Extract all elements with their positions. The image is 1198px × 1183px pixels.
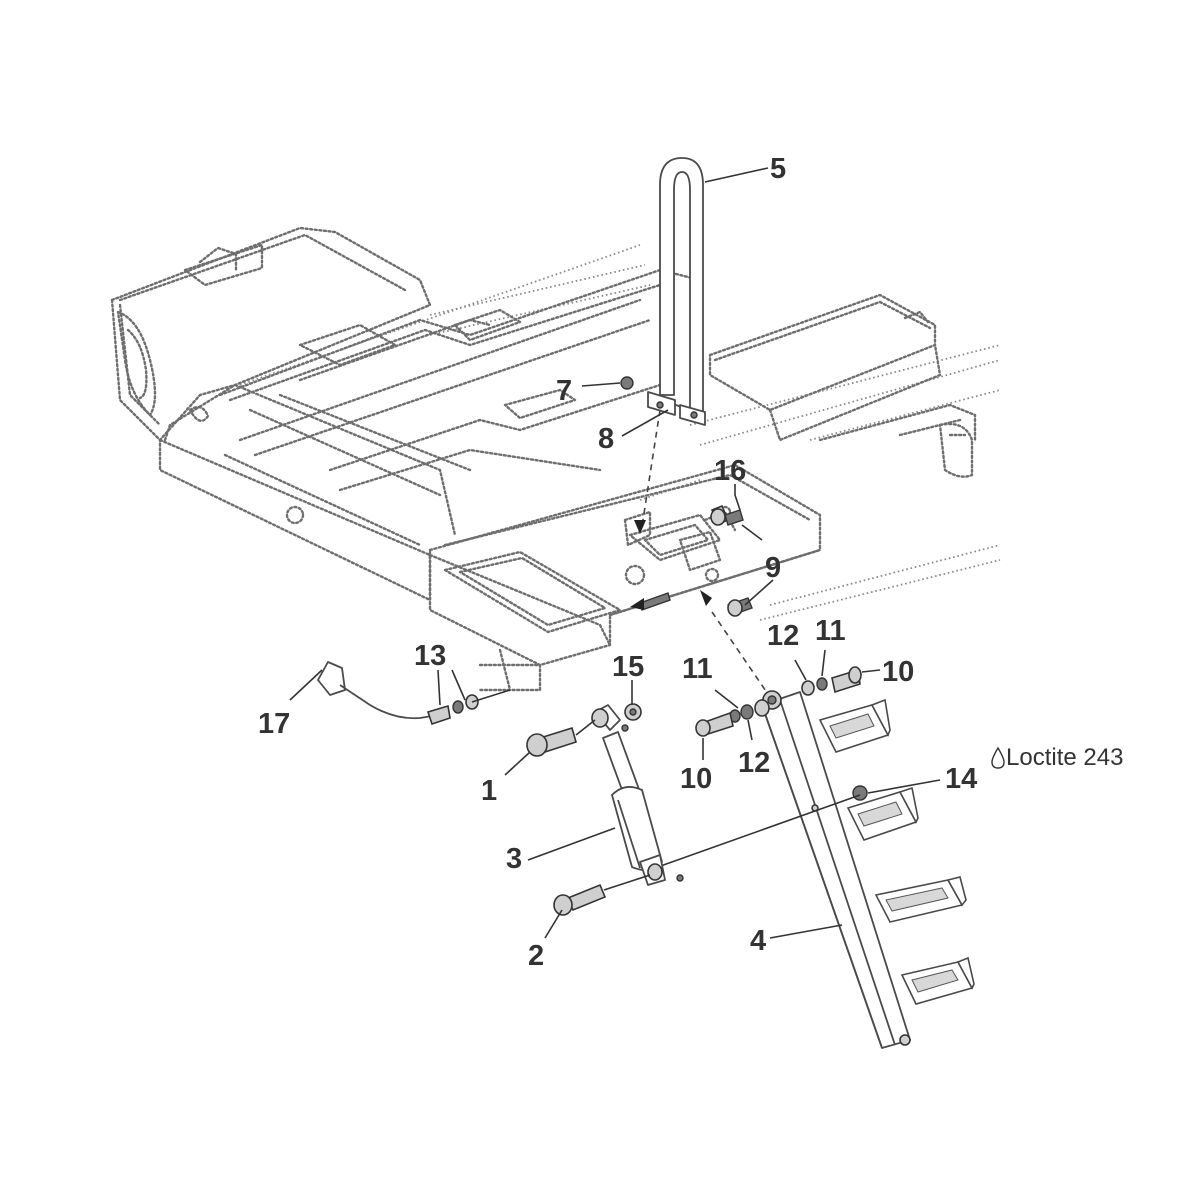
callout-4: 4: [750, 925, 766, 957]
callout-7: 7: [556, 375, 572, 407]
callout-10-left: 10: [680, 763, 712, 795]
callout-12-left: 12: [738, 747, 770, 779]
nut-14: [852, 785, 868, 801]
tread-3: [874, 876, 967, 923]
callout-8: 8: [598, 423, 614, 455]
callout-11-left: 11: [682, 653, 713, 685]
callout-1: 1: [481, 775, 497, 807]
spring-pin: [630, 592, 671, 611]
loctite-note: Loctite 243: [991, 744, 1123, 771]
tread-2: [846, 786, 919, 841]
bolt-9: [727, 597, 753, 617]
hardware-stack-left: [695, 699, 770, 737]
callout-13: 13: [414, 640, 446, 672]
callout-17: 17: [258, 708, 290, 740]
callout-2: 2: [528, 940, 544, 972]
step-ladder: [761, 690, 975, 1049]
callout-11-right: 11: [815, 615, 846, 647]
callout-5: 5: [770, 153, 786, 185]
loctite-label: Loctite 243: [1006, 744, 1123, 771]
pin-1: [526, 719, 596, 757]
callout-16: 16: [714, 455, 746, 487]
nut-7: [620, 376, 634, 390]
nut-15: [624, 703, 642, 721]
hardware-stack-right: [801, 666, 862, 696]
droplet-icon: [991, 746, 1005, 769]
callout-12-right: 12: [767, 620, 799, 652]
pin-2: [553, 874, 651, 916]
callout-labels: 5 7 8 16 9 15 13 17 1 3 2 4 11 10 12 12 …: [258, 153, 977, 972]
callout-14: 14: [945, 763, 977, 795]
callout-3: 3: [506, 843, 522, 875]
grab-handle: [647, 157, 706, 426]
tread-4: [900, 956, 975, 1005]
chassis-frame: [110, 226, 1001, 692]
callout-10-right: 10: [882, 656, 914, 688]
bolt-16: [710, 504, 744, 526]
leader-lines: [289, 167, 941, 939]
tread-1: [818, 698, 891, 753]
callout-15: 15: [612, 651, 644, 683]
gas-cylinder: [591, 704, 684, 886]
callout-9: 9: [765, 552, 781, 584]
sensor-cable: [317, 661, 511, 726]
